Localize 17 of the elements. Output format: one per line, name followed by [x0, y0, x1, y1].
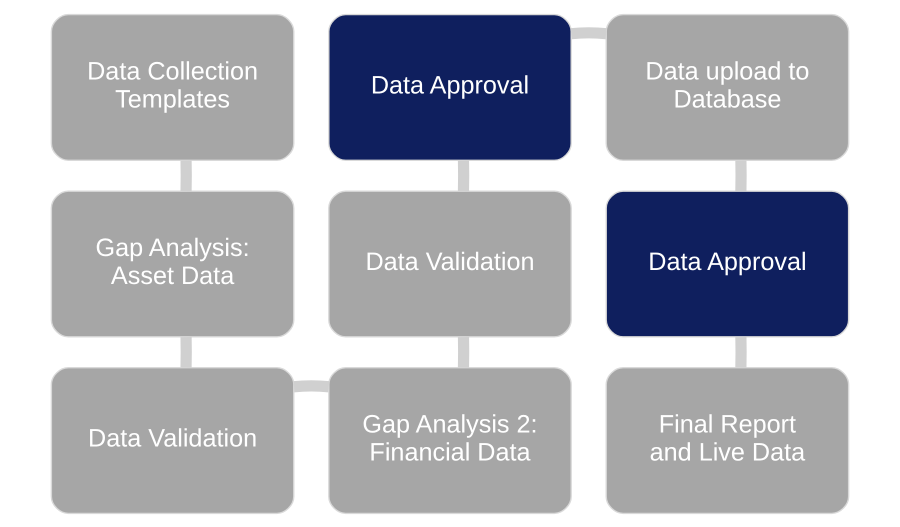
- connector: [458, 160, 470, 191]
- node-box: Data Approval: [328, 13, 572, 161]
- node-box: Final Report and Live Data: [606, 366, 850, 514]
- connector: [458, 336, 470, 368]
- node-box: Data Collection Templates: [50, 13, 294, 161]
- connector: [735, 160, 747, 191]
- node-box: Data Validation: [50, 366, 294, 514]
- connector: [180, 160, 192, 191]
- connector: [180, 336, 192, 368]
- connector: [570, 26, 607, 39]
- node-box: Gap Analysis: Asset Data: [50, 190, 294, 338]
- connector: [735, 336, 747, 368]
- node-box: Data upload to Database: [606, 13, 850, 161]
- connector: [293, 380, 330, 392]
- node-box: Gap Analysis 2: Financial Data: [328, 366, 572, 514]
- node-box: Data Validation: [328, 190, 572, 338]
- node-box: Data Approval: [606, 190, 850, 338]
